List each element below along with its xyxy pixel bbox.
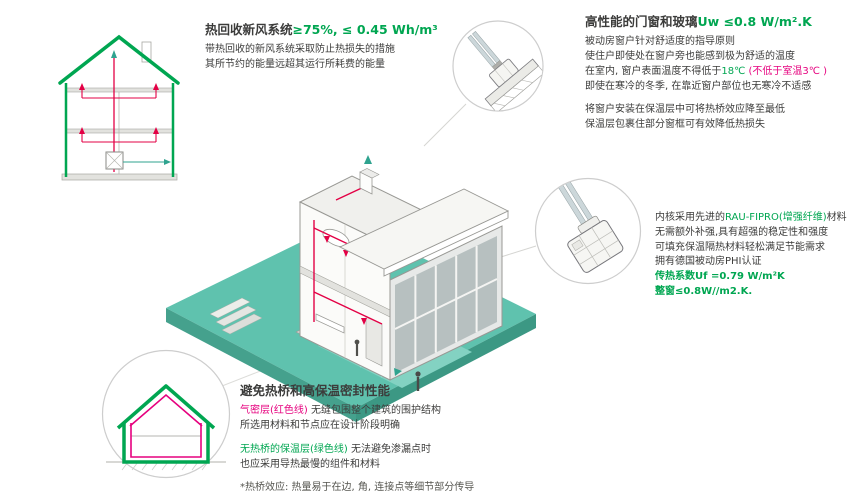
window-glass-line-5: 将窗户安装在保温层中可将热桥效应降至最低: [585, 104, 785, 116]
person-indoor: [354, 339, 360, 356]
window-glass-line-2: 使住户即使处在窗户旁也能感到极为舒适的温度: [585, 51, 795, 63]
thermal-title: 避免热桥和高保温密封性能: [240, 383, 391, 398]
thermal-line1-black: 无缝包围整个建筑的围护结构: [307, 405, 441, 417]
ventilation-title-text: 热回收新风系统: [205, 22, 293, 37]
window-corner-drawing: [467, 31, 545, 113]
kitchen-counter: [315, 313, 345, 334]
thermal-line3-black: 无法避免渗漏点时: [347, 443, 431, 455]
line3-black: 在室内, 窗户表面温度不得低于: [585, 65, 722, 77]
profile-line-1: 内核采用先进的RAU-FIPRO(增强纤维)材料: [655, 211, 863, 226]
envelope-circle-frame: [101, 349, 231, 479]
profile-line1-black2: 材料: [826, 212, 847, 223]
roof-exhaust-arrow: [364, 155, 372, 164]
profile-line-4: 拥有德国被动房PHI认证: [655, 256, 762, 268]
leader-line-window-detail: [423, 103, 467, 147]
ground-edge-left: [166, 308, 356, 422]
ventilation-line-1: 带热回收的新风系统采取防止热损失的措施: [205, 44, 395, 56]
exhaust-out-arrow: [164, 159, 171, 165]
wing-roof-top: [338, 188, 510, 270]
chimney: [141, 41, 152, 63]
thermal-footnote: *热桥效应: 热量易于在边, 角, 连接点等细节部分传导: [240, 482, 475, 492]
profile-callout: 内核采用先进的RAU-FIPRO(增强纤维)材料 无需额外补强,具有超强的稳定性…: [655, 211, 863, 300]
ventilation-callout: 热回收新风系统≥75%, ≤ 0.45 Wh/m³ 带热回收的新风系统采取防止热…: [205, 22, 473, 73]
line3-pink: (不低于室温3℃ ): [745, 65, 828, 77]
supply-air-arrows: [79, 83, 159, 134]
profile-uf-value: 传热系数Uf =0.79 W/m²K: [655, 271, 785, 283]
duct-supply-arrows: [324, 236, 367, 325]
isometric-passive-house-cutaway: [166, 155, 536, 422]
attic-exhaust-arrow: [111, 50, 117, 58]
line3-green: 18℃: [721, 65, 746, 77]
ventilation-line-2: 其所节约的能量远超其运行所耗费的能量: [205, 59, 385, 71]
airtight-layer-roof: [129, 393, 203, 427]
profile-line-2: 无需额外补强,具有超强的稳定性和强度: [655, 226, 829, 238]
fresh-air-arrow: [394, 368, 402, 376]
person-terrace: [415, 371, 421, 391]
vent-stack-top: [359, 168, 380, 179]
thermal-line-2: 所选用材料和节点应在设计阶段明确: [240, 420, 400, 432]
garden-steps: [209, 297, 263, 335]
insulation-layer-roof: [116, 384, 216, 430]
airtight-layer-label: 气密层(红色线): [240, 405, 308, 417]
window-mullions: [394, 245, 498, 363]
thermal-line-4: 也应采用导热最慢的组件和材料: [240, 458, 380, 470]
profile-line-3: 可填充保温隔热材料轻松满足节能需求: [655, 241, 825, 253]
profile-line1-black: 内核采用先进的: [655, 212, 725, 223]
window-glass-line-4: 即使在寒冷的冬季, 在靠近窗户部位也无寒冷不适感: [585, 80, 812, 92]
insulation-layer-label: 无热桥的保温层(绿色线): [240, 443, 348, 455]
window-installation-detail: [452, 20, 545, 113]
insulation-layer-walls: [122, 423, 210, 464]
thermal-envelope-house-outline: [101, 349, 231, 479]
window-glass-callout: 高性能的门窗和玻璃Uw ≤0.8 W/m².K 被动房窗户针对舒适度的指导原则 …: [585, 14, 859, 133]
window-glass-title: 高性能的门窗和玻璃Uw ≤0.8 W/m².K: [585, 14, 859, 30]
airtight-layer-walls: [130, 423, 202, 458]
window-glass-line-6: 保温层包裹住部分窗框可有效降低热损失: [585, 119, 765, 131]
profile-uw-value: 整窗≤0.8W//m2.K.: [655, 285, 753, 297]
window-glass-title-value: Uw ≤0.8 W/m².K: [697, 14, 812, 29]
thermal-line-3: 无热桥的保温层(绿色线) 无法避免渗漏点时: [240, 443, 560, 458]
thermal-bridge-callout: 避免热桥和高保温密封性能 气密层(红色线) 无缝包围整个建筑的围护结构 所选用材…: [240, 383, 560, 492]
window-frame-profile-cross-section: [534, 177, 642, 285]
insulated-roof-outline: [58, 34, 180, 85]
profile-line1-green: RAU-FIPRO(增强纤维): [725, 212, 827, 223]
profile-drawing: [556, 178, 624, 273]
window-glass-line-3: 在室内, 窗户表面温度不得低于18℃ (不低于室温3℃ ): [585, 65, 859, 80]
ventilation-title-value: ≥75%, ≤ 0.45 Wh/m³: [292, 22, 438, 37]
hrv-diagonal-2: [105, 151, 124, 170]
thermal-line-1: 气密层(红色线) 无缝包围整个建筑的围护结构: [240, 404, 560, 419]
ground-edge-right: [356, 314, 536, 422]
base-slab: [61, 173, 178, 181]
ventilation-title: 热回收新风系统≥75%, ≤ 0.45 Wh/m³: [205, 22, 473, 38]
window-glass-line-1: 被动房窗户针对舒适度的指导原则: [585, 36, 735, 48]
window-glass-title-text: 高性能的门窗和玻璃: [585, 14, 698, 29]
house-cross-section-ventilation: [58, 34, 180, 181]
